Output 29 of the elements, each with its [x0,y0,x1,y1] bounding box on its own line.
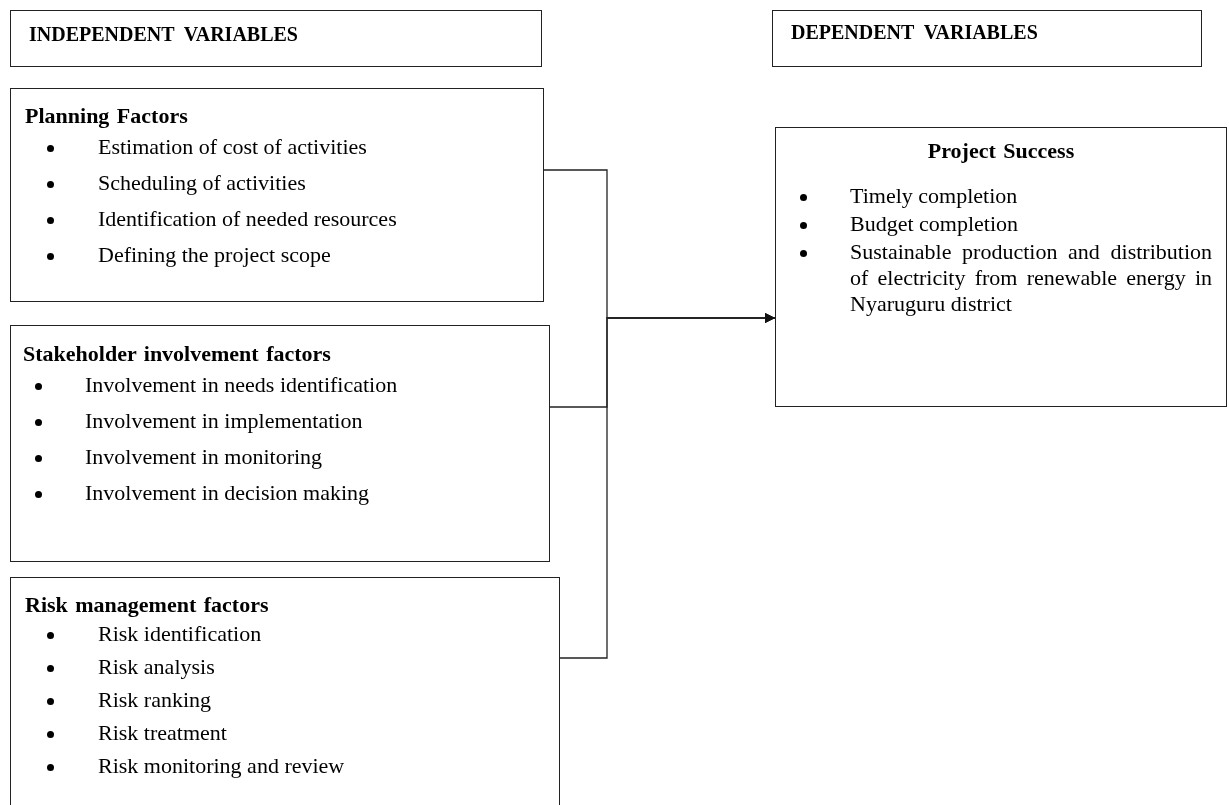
bullet-item: Risk identification [25,621,545,648]
factor-box [10,325,550,562]
bullet-item: Involvement in decision making [23,480,537,507]
bullet-item: Defining the project scope [25,242,529,269]
bullet-item: Timely completion [790,183,1212,210]
box-heading: INDEPENDENT VARIABLES [29,23,299,46]
bullet-item: Involvement in needs identification [23,372,537,399]
box-heading: Planning Factors [25,103,189,129]
bullet-item: Identification of needed resources [25,206,529,233]
bullet-item: Risk ranking [25,687,545,714]
factor-box [775,127,1227,407]
bullet-item: Involvement in implementation [23,408,537,435]
bullet-item: Scheduling of activities [25,170,529,197]
header-box [772,10,1202,67]
box-heading: Project Success [926,138,1076,164]
connector-arrow [559,313,776,659]
bullet-item: Budget completion [790,211,1212,238]
bullet-item: Involvement in monitoring [23,444,537,471]
factor-box [10,577,560,805]
box-heading: Stakeholder involvement factors [23,341,332,367]
bullet-item: Risk analysis [25,654,545,681]
box-heading: DEPENDENT VARIABLES [791,21,1039,44]
header-box [10,10,542,67]
bullet-item: Risk monitoring and review [25,753,545,780]
bullet-item: Sustainable production and distribution of electricity from renewable energy in Nyaruguru district [790,239,1212,318]
box-heading: Risk management factors [25,592,270,618]
bullet-item: Risk treatment [25,720,545,747]
factor-box [10,88,544,302]
bullet-item: Estimation of cost of activities [25,134,529,161]
